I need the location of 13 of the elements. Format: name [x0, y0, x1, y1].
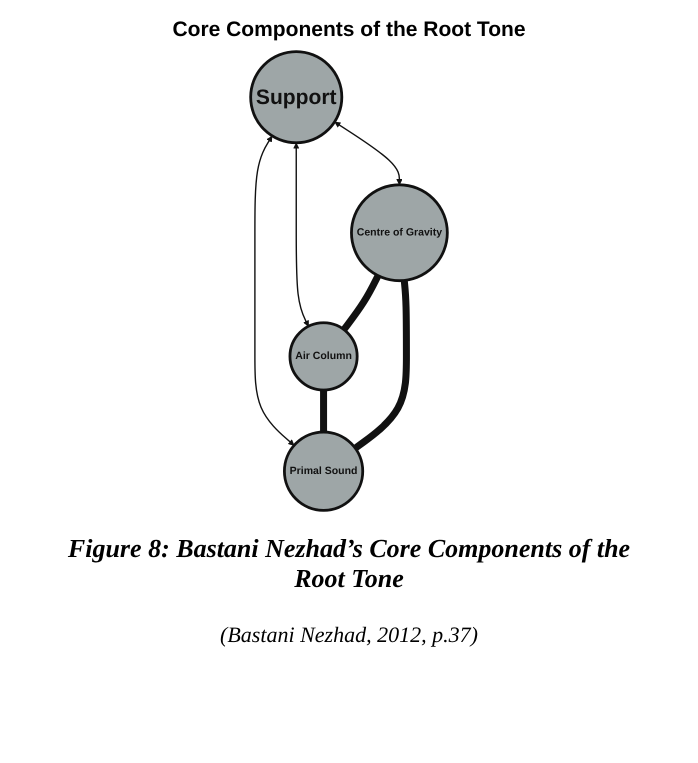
- arrow: [334, 122, 402, 186]
- connector: [353, 280, 410, 452]
- node-circle: Support: [249, 50, 344, 144]
- connector: [341, 274, 382, 332]
- node-circle: Air Column: [288, 321, 359, 392]
- figure-caption: Figure 8: Bastani Nezhad’s Core Components of the Root Tone: [66, 534, 632, 594]
- arrow: [254, 136, 294, 446]
- connector: [320, 390, 328, 432]
- node-circle: Centre of Gravity: [350, 183, 449, 282]
- diagram-title: Core Components of the Root Tone: [172, 18, 526, 42]
- arrow: [293, 142, 309, 327]
- node-circle: Primal Sound: [283, 430, 364, 512]
- source-citation: (Bastani Nezhad, 2012, p.37): [220, 622, 478, 648]
